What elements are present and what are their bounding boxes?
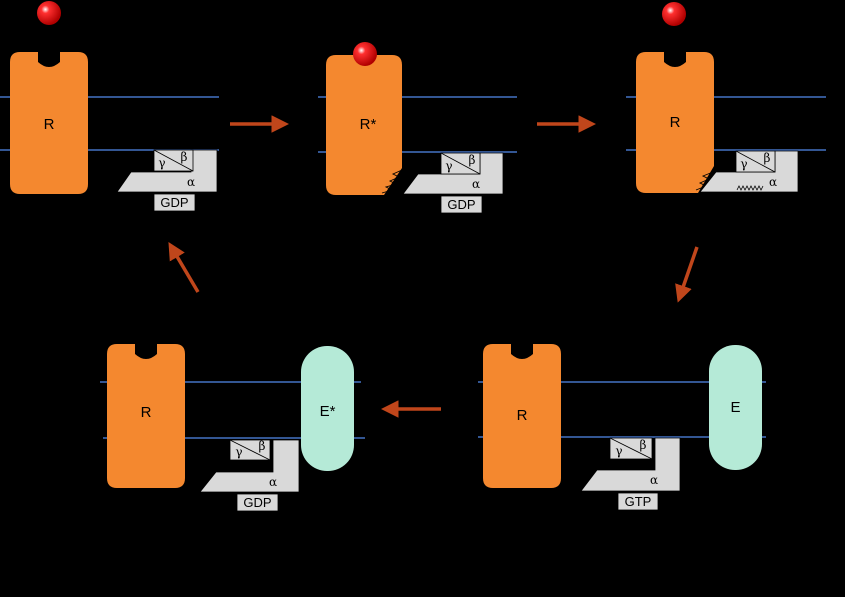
g-protein: γ β α GDP <box>402 152 504 214</box>
cycle-arrows <box>168 115 699 418</box>
stage-3: R γ β α <box>626 2 826 193</box>
gamma-label: γ <box>615 444 622 458</box>
alpha-label: α <box>472 177 480 191</box>
beta-label: β <box>181 150 188 164</box>
alpha-label: α <box>269 475 277 489</box>
arrow-stage3-to-stage4 <box>675 246 699 303</box>
nucleotide-label: GDP <box>243 495 271 510</box>
receptor-label: R <box>141 404 152 421</box>
receptor <box>326 55 402 195</box>
nucleotide-box <box>153 193 196 212</box>
beta-label: β <box>469 153 476 167</box>
beta-label: β <box>764 151 771 165</box>
effector <box>301 346 354 471</box>
beta-label: β <box>259 439 266 453</box>
receptor <box>483 344 561 488</box>
alpha-label: α <box>769 175 777 189</box>
stage-4: R E γ β α GTP <box>478 344 766 511</box>
g-alpha-subunit <box>199 439 300 493</box>
receptor-label: R <box>44 116 55 133</box>
receptor-label: R* <box>360 116 377 133</box>
alpha-label: α <box>187 175 195 189</box>
nucleotide-label: GDP <box>447 197 475 212</box>
arrow-stage5-to-stage1 <box>168 241 200 293</box>
g-protein: γ β α GDP <box>116 149 218 212</box>
ligand <box>37 1 61 25</box>
nucleotide-label: GTP <box>625 494 652 509</box>
empty-nucleotide-pocket <box>736 185 764 191</box>
beta-gamma-divider <box>229 439 271 461</box>
receptor <box>10 52 88 194</box>
stage-2: R* γ β α GDP <box>318 42 517 214</box>
gamma-label: γ <box>235 445 242 459</box>
ligand <box>353 42 377 66</box>
stage-1: R γ β α GDP <box>0 1 219 212</box>
receptor-label: R <box>670 114 681 131</box>
beta-gamma-divider <box>440 152 481 175</box>
effector-label: E* <box>320 403 336 420</box>
beta-label: β <box>640 438 647 452</box>
activated-receptor-teeth <box>381 169 403 194</box>
g-protein: γ β α GTP <box>580 437 681 511</box>
nucleotide-box <box>617 492 659 511</box>
beta-gamma-divider <box>735 150 776 173</box>
g-protein: γ β α <box>699 150 799 193</box>
ligand <box>662 2 686 26</box>
beta-gamma-divider <box>609 437 653 460</box>
effector-label: E <box>730 399 740 416</box>
receptor-label: R <box>517 407 528 424</box>
receptor <box>107 344 185 488</box>
stage-5: R E* γ β α GDP <box>100 344 365 512</box>
g-alpha-subunit <box>580 437 681 492</box>
gamma-label: γ <box>740 157 747 171</box>
g-protein: γ β α GDP <box>199 439 300 512</box>
nucleotide-label: GDP <box>160 195 188 210</box>
nucleotide-box <box>236 493 279 512</box>
gamma-label: γ <box>445 159 452 173</box>
gamma-label: γ <box>158 156 165 170</box>
receptor <box>636 52 714 193</box>
nucleotide-box <box>440 195 483 214</box>
effector <box>709 345 762 470</box>
beta-gamma-divider <box>153 149 194 172</box>
alpha-label: α <box>650 473 658 487</box>
